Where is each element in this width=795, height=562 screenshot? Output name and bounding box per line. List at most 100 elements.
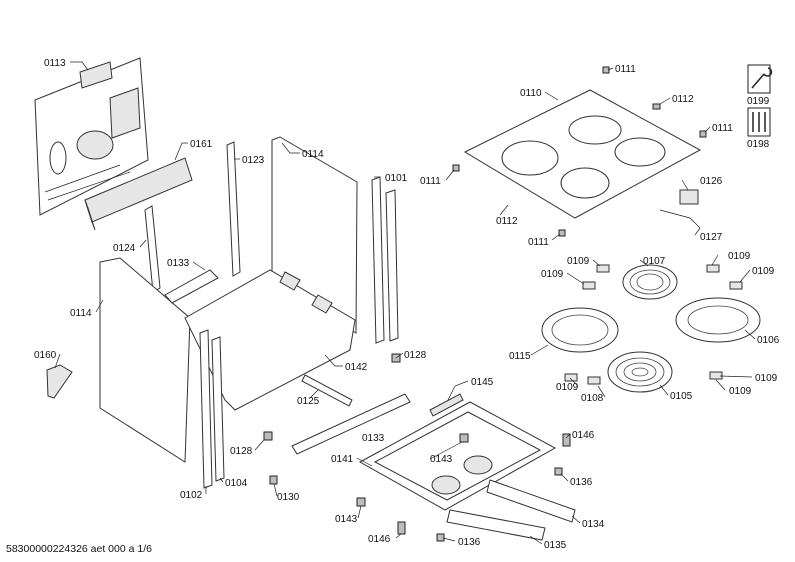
- label-0112-a: 0112: [672, 94, 694, 105]
- label-0109-f: 0109: [755, 373, 778, 384]
- rail-0101: [371, 176, 399, 344]
- clamp-0109-d: [729, 281, 743, 290]
- label-0128-left: 0128: [230, 446, 253, 457]
- label-0104: 0104: [225, 478, 248, 489]
- label-0124: 0124: [113, 243, 136, 254]
- label-0123: 0123: [242, 155, 265, 166]
- label-0111-a: 0111: [615, 64, 636, 75]
- heater-0105: [607, 351, 673, 393]
- label-0113: 0113: [44, 58, 66, 69]
- screw-0143-b: [356, 497, 366, 507]
- back-panel-0113: [34, 57, 149, 216]
- heater-0106: [675, 297, 761, 343]
- screw-0143-a: [459, 433, 469, 443]
- label-0105: 0105: [670, 391, 693, 402]
- label-0111-b: 0111: [712, 123, 733, 134]
- label-0143-a: 0143: [430, 454, 453, 465]
- label-0161: 0161: [190, 139, 213, 150]
- label-0130: 0130: [277, 492, 300, 503]
- heater-0115: [541, 307, 619, 353]
- label-0126: 0126: [700, 176, 723, 187]
- label-0134: 0134: [582, 519, 605, 530]
- nut-0136-b: [436, 533, 445, 542]
- label-0108: 0108: [581, 393, 604, 404]
- clip-0111-c: [452, 164, 460, 172]
- oven-floor-0142: [184, 269, 356, 411]
- label-0127: 0127: [700, 232, 723, 243]
- clip-0112-a: [652, 103, 661, 110]
- label-0160: 0160: [34, 350, 57, 361]
- label-0146-a: 0146: [572, 430, 595, 441]
- document-footer: 58300000224326 aet 000 a 1/6: [6, 543, 152, 555]
- label-0109-a: 0109: [567, 256, 590, 267]
- clamp-0109-c: [582, 281, 596, 290]
- label-0136-a: 0136: [570, 477, 593, 488]
- leader-lines: [54, 61, 756, 545]
- tools-set-icon: [747, 107, 771, 137]
- label-0198: 0198: [747, 139, 770, 150]
- rail-0102: [199, 329, 213, 489]
- label-0109-c: 0109: [541, 269, 564, 280]
- part-labels: 0113 0161 0123 0114 0101 0124 0133 0114 …: [34, 58, 780, 551]
- bar-0145: [429, 393, 464, 417]
- label-0133-top: 0133: [167, 258, 190, 269]
- label-0115: 0115: [509, 351, 531, 362]
- rail-0135: [446, 509, 546, 541]
- harness-0127: [659, 209, 701, 229]
- label-0128-right: 0128: [404, 350, 427, 361]
- clamp-0109-e: [564, 373, 578, 382]
- clamp-0109-f: [709, 371, 723, 380]
- rail-0124: [144, 205, 161, 293]
- label-0136-b: 0136: [458, 537, 481, 548]
- support-0133-bottom: [291, 393, 411, 455]
- rail-0125: [301, 374, 353, 407]
- support-0133-top: [164, 269, 219, 304]
- label-0114-left: 0114: [70, 308, 92, 319]
- clip-0111-a: [602, 66, 610, 74]
- label-0109-e: 0109: [556, 382, 579, 393]
- label-0125: 0125: [297, 396, 320, 407]
- label-0111-c: 0111: [420, 176, 441, 187]
- rail-0134: [486, 479, 576, 523]
- base-frame-0141: [358, 401, 557, 511]
- label-0146-b: 0146: [368, 534, 391, 545]
- label-0145: 0145: [471, 377, 494, 388]
- label-0142: 0142: [345, 362, 368, 373]
- clip-0128-left: [263, 431, 273, 441]
- clamp-0109-a: [596, 264, 610, 273]
- connector-0126: [679, 189, 699, 205]
- glass-top-0110: [463, 89, 702, 219]
- label-0109-d: 0109: [752, 266, 775, 277]
- clip-0111-b: [699, 130, 707, 138]
- nut-0136-a: [554, 467, 563, 476]
- clip-0111-d: [558, 229, 566, 237]
- label-0102: 0102: [180, 490, 203, 501]
- label-0141: 0141: [331, 454, 354, 465]
- label-0135: 0135: [544, 540, 567, 551]
- label-0107: 0107: [643, 256, 666, 267]
- label-0109-g: 0109: [729, 386, 752, 397]
- screw-0130: [269, 475, 278, 485]
- side-panel-left-0114: [99, 257, 191, 463]
- heater-0107: [622, 264, 678, 300]
- rear-cover-0161: [84, 157, 193, 231]
- label-0111-d: 0111: [528, 237, 549, 248]
- rail-0104: [211, 336, 225, 482]
- label-0101: 0101: [385, 173, 408, 184]
- label-0114-right: 0114: [302, 149, 324, 160]
- rail-0123: [226, 141, 241, 277]
- label-0199: 0199: [747, 96, 770, 107]
- label-0109-b: 0109: [728, 251, 751, 262]
- bracket-0160: [46, 364, 73, 399]
- screw-0146-b: [397, 521, 406, 535]
- label-0133-bottom: 0133: [362, 433, 385, 444]
- label-0110: 0110: [520, 88, 542, 99]
- label-0106: 0106: [757, 335, 780, 346]
- label-0143-b: 0143: [335, 514, 358, 525]
- clamp-0109-b: [706, 264, 720, 273]
- screw-0146-a: [562, 433, 571, 447]
- label-0112-b: 0112: [496, 216, 518, 227]
- tool-wrench-icon: [747, 64, 773, 94]
- clamp-0108: [587, 376, 601, 385]
